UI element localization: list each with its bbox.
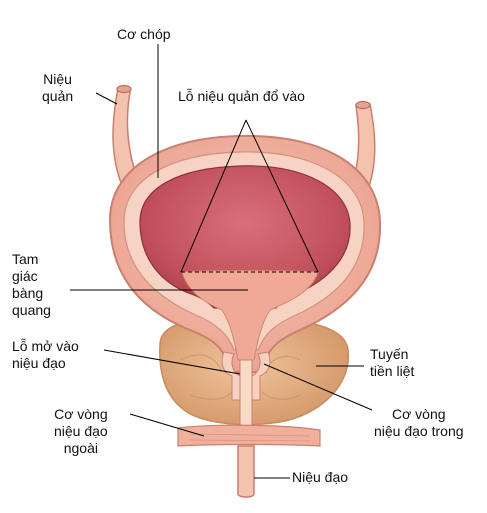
urethra bbox=[237, 445, 255, 498]
leader-lo-nieu-quan-left bbox=[180, 119, 247, 273]
label-co-vong-nieu-dao-ngoai: Cơ vòng niệu đạo ngoài bbox=[54, 406, 108, 456]
prostatic-urethra bbox=[239, 359, 253, 429]
label-co-vong-nieu-dao-trong: Cơ vòng niệu đạo trong bbox=[374, 406, 464, 439]
leader-lo-mo bbox=[103, 349, 241, 375]
leader-lines bbox=[70, 44, 373, 479]
label-lo-mo-vao-nieu-dao: Lỗ mở vào niệu đạo bbox=[12, 338, 79, 371]
prostate-texture bbox=[179, 354, 301, 400]
label-tam-giac-bang-quang: Tam giác bàng quang bbox=[12, 251, 51, 318]
leader-nieu-quan bbox=[95, 92, 118, 105]
leader-co-vong-trong bbox=[263, 363, 373, 411]
label-tuyen-tien-liet: Tuyến tiền liệt bbox=[370, 346, 415, 379]
leader-co-vong-ngoai bbox=[129, 413, 205, 437]
leader-lo-nieu-quan-right bbox=[245, 119, 319, 273]
label-lo-nieu-quan: Lỗ niệu quản đổ vào bbox=[178, 88, 305, 104]
label-co-chop: Cơ chóp bbox=[117, 26, 171, 42]
label-nieu-quan: Niệu quản bbox=[42, 71, 74, 104]
left-ureter-opening bbox=[116, 84, 132, 94]
external-sphincter-stripes bbox=[189, 433, 311, 442]
trigone-area bbox=[181, 270, 319, 361]
label-nieu-dao: Niệu đạo bbox=[292, 469, 349, 485]
right-ureter-opening bbox=[355, 100, 371, 110]
